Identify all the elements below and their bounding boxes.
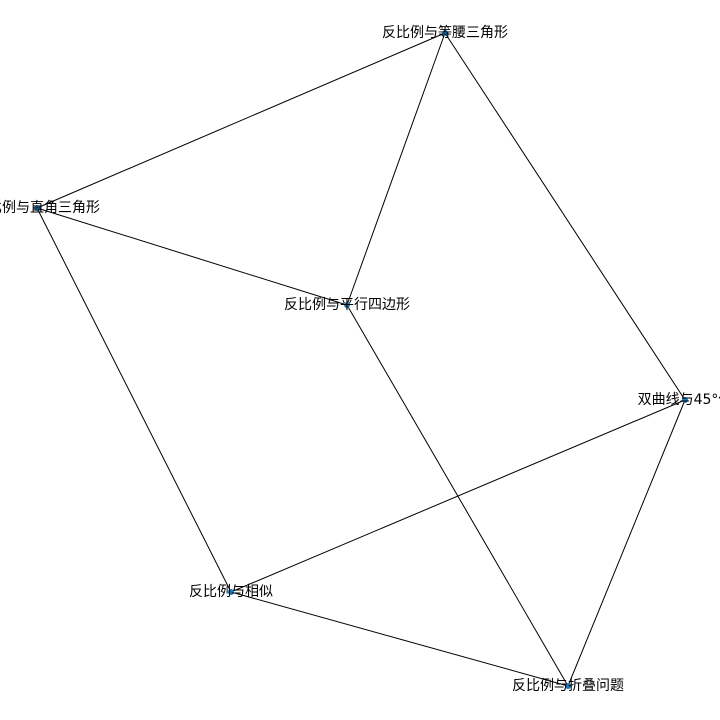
edge-n3-n6	[346, 304, 569, 687]
edge-n4-n6	[567, 399, 686, 687]
node-n3	[344, 302, 350, 308]
edge-n4-n5	[230, 399, 686, 593]
edge-n5-n6	[230, 591, 569, 687]
node-label-n1: 反比例与等腰三角形	[382, 24, 508, 41]
node-label-n4: 双曲线与45°传	[638, 392, 720, 408]
edge-n1-n2	[36, 32, 446, 209]
nodes-layer	[34, 30, 688, 689]
labels-layer: 反比例与等腰三角形反比例与直角三角形反比例与平行四边形双曲线与45°传反比例与相…	[0, 24, 720, 694]
node-n2	[34, 205, 40, 211]
node-n4	[682, 397, 688, 403]
node-label-n6: 反比例与折叠问题	[512, 678, 624, 694]
edge-n1-n4	[444, 32, 686, 401]
node-label-n2: 反比例与直角三角形	[0, 199, 100, 216]
node-n6	[565, 683, 571, 689]
node-label-n3: 反比例与平行四边形	[284, 297, 410, 313]
node-n5	[228, 589, 234, 595]
edge-n1-n3	[346, 32, 446, 306]
node-label-n5: 反比例与相似	[189, 584, 273, 600]
edges-layer	[36, 32, 686, 687]
edge-n2-n3	[36, 207, 348, 306]
node-n1	[442, 30, 448, 36]
edge-n2-n5	[36, 207, 232, 593]
